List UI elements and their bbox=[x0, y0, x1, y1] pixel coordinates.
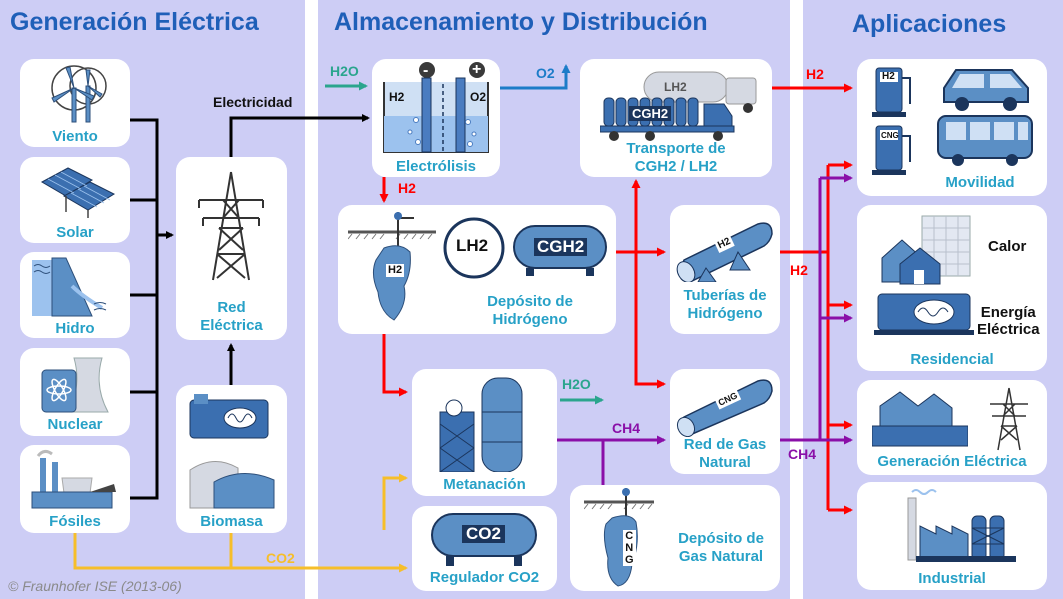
power-line-tower-icon bbox=[990, 387, 1028, 451]
cavern-cng-label: C N G bbox=[623, 530, 636, 566]
gas-grid-label: Red de Gas Natural bbox=[683, 436, 767, 471]
cavern-h2-label: H2 bbox=[386, 264, 405, 277]
electrolysis-minus: - bbox=[423, 62, 429, 79]
factory-icon bbox=[907, 489, 1016, 562]
cell-o2-label: O2 bbox=[470, 90, 487, 104]
tank-cgh2-label: CGH2 bbox=[534, 238, 588, 256]
transport-truck-icon bbox=[600, 71, 757, 141]
bus-icon bbox=[937, 115, 1033, 166]
biomass-plant-icon bbox=[189, 394, 275, 509]
heat-label: Calor bbox=[988, 238, 1027, 255]
nuclear-label: Nuclear bbox=[47, 416, 103, 433]
grid-box bbox=[176, 157, 287, 340]
grid-label: Red Eléctrica bbox=[200, 299, 263, 334]
electrolysis-label: Electrólisis bbox=[395, 158, 477, 175]
tank-lh2-label: LH2 bbox=[456, 236, 489, 255]
h2-pipeline-label: Tuberías de Hidrógeno bbox=[683, 287, 767, 322]
co2-lines bbox=[73, 473, 408, 573]
power-generation-label: Generación Eléctrica bbox=[877, 453, 1027, 470]
h2-mobility-label: H2 bbox=[806, 66, 824, 82]
wind-label: Viento bbox=[52, 128, 98, 145]
h2-pipe-icon bbox=[676, 222, 773, 282]
pump-h2-label: H2 bbox=[882, 71, 895, 82]
gas-pipe-icon bbox=[676, 379, 773, 437]
generator-icon bbox=[874, 293, 974, 335]
houses-icon bbox=[881, 215, 971, 285]
h2-right-label: H2 bbox=[790, 262, 808, 278]
tank-co2-label: CO2 bbox=[462, 525, 505, 543]
ch4-right-label: CH4 bbox=[788, 446, 817, 462]
hydro-dam-icon bbox=[32, 257, 107, 317]
car-icon bbox=[943, 69, 1029, 111]
cell-h2-label: H2 bbox=[389, 90, 405, 104]
o2-out-label: O2 bbox=[536, 65, 555, 81]
solar-panel-icon bbox=[40, 167, 116, 218]
truck-cgh2-label: CGH2 bbox=[629, 106, 672, 121]
generation-header: Generación Eléctrica bbox=[10, 8, 259, 36]
co2-flow-label: CO2 bbox=[266, 550, 295, 566]
hydro-label: Hidro bbox=[55, 320, 95, 337]
applications-header: Aplicaciones bbox=[852, 10, 1007, 38]
h2-down-label: H2 bbox=[398, 180, 416, 196]
ch4-meth-label: CH4 bbox=[612, 420, 641, 436]
transport-label: Transporte de CGH2 / LH2 bbox=[626, 140, 726, 175]
nuclear-plant-icon bbox=[41, 357, 109, 413]
electrolysis-plus: + bbox=[472, 61, 482, 78]
fuel-pump-icons bbox=[872, 67, 911, 175]
power-tower-icon bbox=[198, 171, 264, 281]
methane-lines bbox=[557, 173, 853, 485]
biomass-label: Biomasa bbox=[200, 513, 263, 530]
electricity-flow-label: Electricidad bbox=[213, 94, 293, 110]
truck-lh2-label: LH2 bbox=[664, 80, 687, 94]
power-plant-icon bbox=[872, 391, 968, 447]
pump-cng-label: CNG bbox=[881, 131, 899, 140]
wind-turbine-icon bbox=[51, 65, 107, 123]
h2o-in-label: H2O bbox=[330, 63, 359, 79]
co2-regulator-label: Regulador CO2 bbox=[429, 569, 540, 586]
lh2-tank-icon bbox=[443, 217, 505, 279]
electricity-lines bbox=[130, 114, 370, 500]
methanation-plant-icon bbox=[439, 377, 523, 472]
electrolysis-cell-icon bbox=[383, 62, 489, 153]
mobility-label: Movilidad bbox=[945, 174, 1015, 191]
solar-label: Solar bbox=[56, 224, 94, 241]
h2o-meth-label: H2O bbox=[562, 376, 591, 392]
electric-energy-label: Energía Eléctrica bbox=[977, 304, 1040, 338]
residential-label: Residencial bbox=[910, 351, 994, 368]
gas-cavern-icon bbox=[584, 488, 654, 587]
fossil-label: Fósiles bbox=[49, 513, 101, 530]
storage-header: Almacenamiento y Distribución bbox=[334, 8, 708, 36]
h2-storage-label: Depósito de Hidrógeno bbox=[487, 293, 573, 328]
fossil-plant-icon bbox=[31, 449, 116, 509]
copyright-text: © Fraunhofer ISE (2013-06) bbox=[8, 578, 182, 594]
methanation-label: Metanación bbox=[443, 476, 526, 493]
gas-storage-label: Depósito de Gas Natural bbox=[678, 530, 764, 565]
industrial-label: Industrial bbox=[918, 570, 986, 587]
